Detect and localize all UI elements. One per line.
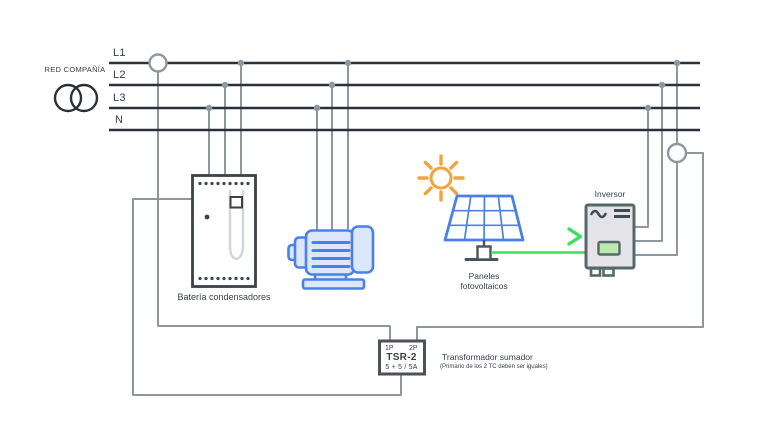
bus-lines xyxy=(109,61,700,132)
tsr-rating: 5 + 5 / 5A xyxy=(385,363,418,371)
utility-label: RED COMPAÑÍA xyxy=(44,65,106,74)
bus-label-l3: L3 xyxy=(113,92,126,104)
tsr-terminal-1p: 1P xyxy=(385,345,394,352)
inverter-foot xyxy=(602,267,615,277)
inverter-display xyxy=(597,240,621,256)
inverter-icon xyxy=(584,203,636,277)
bus-label-l1: L1 xyxy=(113,47,126,59)
ct-right-secondary-wire xyxy=(416,152,704,342)
ct-right-icon xyxy=(666,142,688,164)
ac-wave-icon xyxy=(590,209,607,219)
ct-left-secondary-wire xyxy=(157,63,391,342)
tsr-box xyxy=(378,339,426,376)
solar-panels-label-line2: fotovoltaicos xyxy=(460,281,508,291)
inverter-label: Inversor xyxy=(594,189,626,199)
motor-icon xyxy=(287,225,375,290)
inverter-wire-l3 xyxy=(634,108,649,228)
tsr-model: TSR-2 xyxy=(386,352,417,363)
summation-transformer-title: Transformador sumador xyxy=(442,352,533,362)
inverter-foot xyxy=(589,267,602,277)
tsr-return-wire xyxy=(132,198,402,396)
tsr-terminal-2p: 2P xyxy=(409,345,418,352)
flow-arrow-icon xyxy=(567,227,583,246)
wires xyxy=(132,63,704,396)
solar-panels-label: Paneles fotovoltaicos xyxy=(444,271,524,291)
ct-left-icon xyxy=(148,53,168,73)
breaker-switch xyxy=(229,196,243,209)
bus-label-n: N xyxy=(115,114,124,126)
bus-label-l2: L2 xyxy=(113,69,126,81)
utility-transformer-icon xyxy=(53,83,99,113)
connection-dots xyxy=(205,59,681,112)
summation-transformer-note: (Primario de los 2 TC deben ser iguales) xyxy=(440,364,548,370)
capacitor-bank-icon xyxy=(191,174,257,288)
solar-panels-label-line1: Paneles xyxy=(468,271,500,281)
breaker-handle xyxy=(228,190,245,261)
inverter-wire-l2 xyxy=(634,85,663,242)
inverter-wire-l1 xyxy=(634,63,678,256)
sun-icon xyxy=(417,154,465,202)
pv-connector-icon xyxy=(476,245,492,261)
capacitor-bank-label: Batería condensadores xyxy=(177,292,271,302)
dc-bars-icon xyxy=(614,209,630,218)
solar-panel-icon xyxy=(443,194,525,261)
